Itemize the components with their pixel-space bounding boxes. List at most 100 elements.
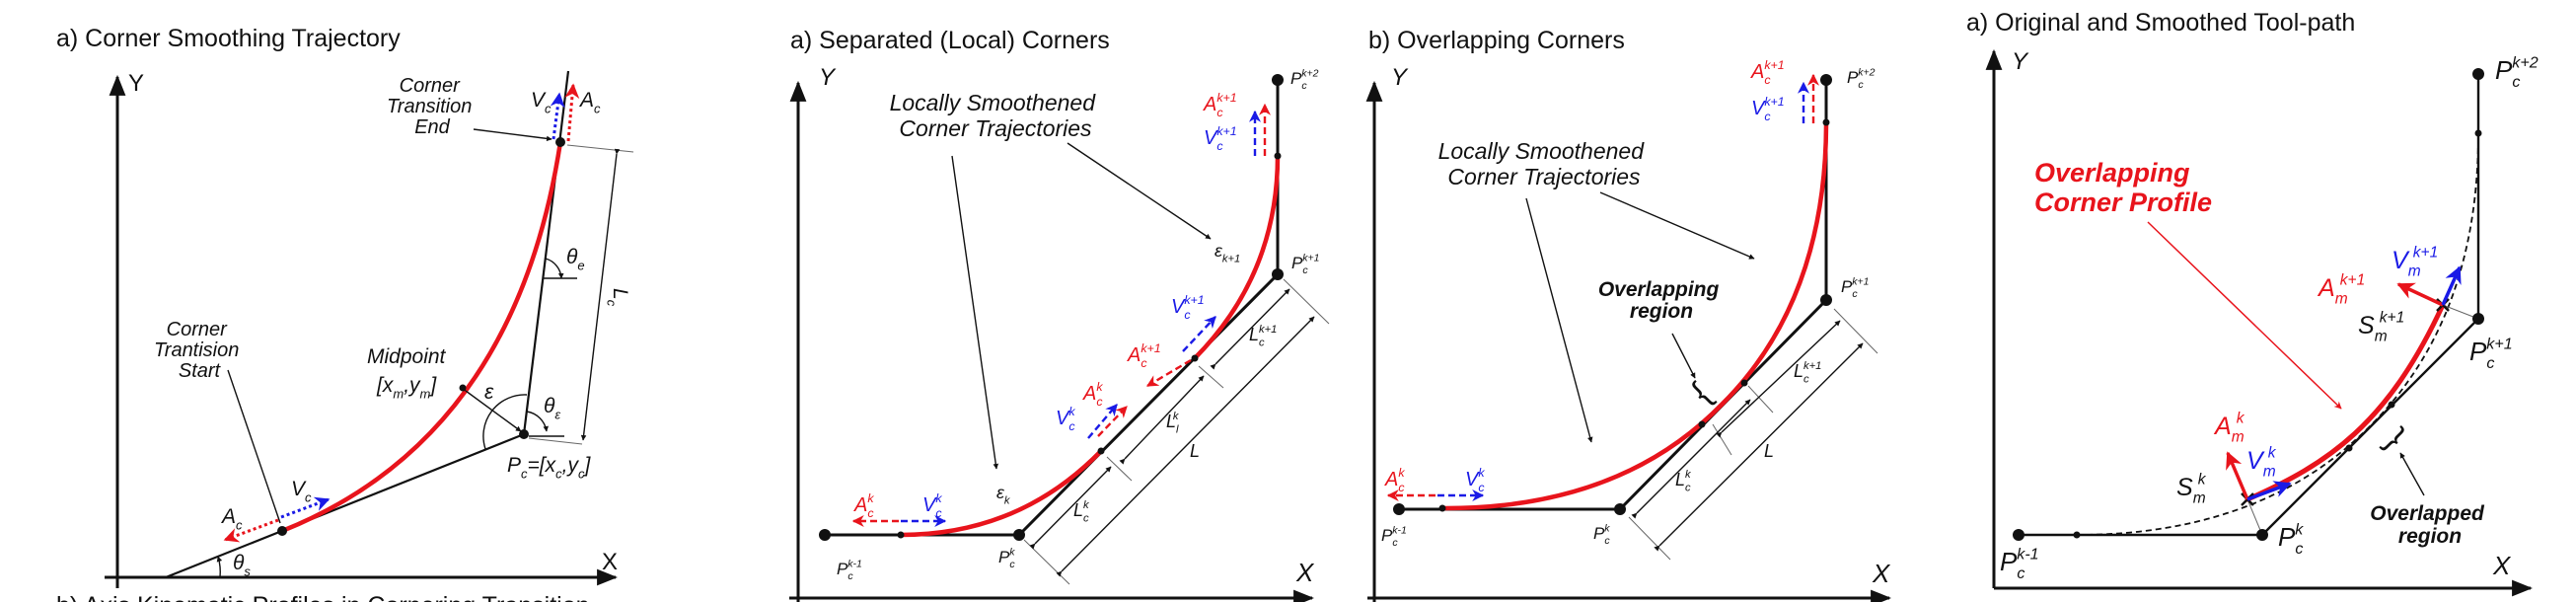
note-leader-k [951, 155, 999, 470]
label-base: P [2469, 337, 2487, 366]
label-base: A [2213, 413, 2232, 440]
label-eps-k: εk [996, 483, 1011, 506]
label-supscript: k+1 [1764, 58, 1784, 72]
label-base: A [853, 494, 867, 516]
label-subscript: c [1764, 73, 1771, 87]
transition-point [1438, 504, 1446, 512]
epsilon-dimension [460, 385, 522, 432]
label-base: =[x [528, 454, 557, 477]
label-supscript: k+1 [2486, 335, 2512, 352]
label-supscript: k+1 [2340, 272, 2365, 289]
label-base: S [2358, 312, 2375, 339]
label-supscript: k [1096, 380, 1103, 394]
label-ack1: Ack+1 [1750, 58, 1785, 87]
label-vck1: Vck+1 [1171, 293, 1205, 322]
label-base: L [1764, 441, 1774, 461]
end-leader [473, 128, 552, 142]
label-ack1: Ack+1 [1203, 91, 1237, 119]
label-subscript: c [867, 506, 874, 520]
label-subscript: c [605, 300, 620, 307]
label-pk-1: Pck-1 [837, 558, 862, 582]
label-subscript: c [2017, 564, 2024, 582]
label-supscript: k+2 [2512, 53, 2538, 71]
extension-line [1628, 516, 1671, 561]
velocity-arrow-end [550, 92, 565, 140]
acceleration-arrow-end [564, 83, 580, 142]
overlap-leader [1671, 333, 1696, 379]
acceleration-arrow-k [2226, 451, 2249, 500]
label-subscript: c [521, 466, 528, 481]
transition-start-label: Corner Trantision Start [154, 319, 245, 382]
label-subscript: k [1004, 494, 1011, 506]
label-vck1: Vck+1 [1204, 124, 1237, 153]
x-axis-label: X [1872, 559, 1891, 588]
label-base: P [2495, 55, 2513, 85]
label-base: V [1056, 408, 1070, 429]
label-vck: Vck [1056, 405, 1075, 433]
transition-point [1274, 152, 1282, 160]
acceleration-arrow-k1 [2396, 282, 2444, 307]
panel-corner-smoothing-trajectory: a) Corner Smoothing Trajectory Y X [56, 25, 634, 602]
label-base: θ [566, 246, 578, 268]
overlapped-leader [2399, 452, 2425, 496]
label-base: ε [996, 483, 1005, 502]
label-subscript: c [1478, 481, 1485, 494]
point-pk1 [1820, 294, 1832, 306]
l-dimension [1056, 316, 1315, 577]
note-label: Locally Smoothened Corner Trajectories [890, 90, 1102, 141]
label-ack1: Ack+1 [1127, 341, 1161, 370]
overlapped-brace-icon: } [2378, 421, 2412, 456]
label-base: P [2278, 522, 2296, 552]
label-pk: Pck [998, 546, 1015, 570]
corner-point [519, 429, 529, 439]
label-lck: Lck [1675, 469, 1692, 494]
label-supscript: k [1173, 411, 1180, 422]
label-subscript: l [1176, 423, 1179, 435]
label-base: P [998, 548, 1010, 566]
label-base: V [531, 89, 547, 112]
label-subscript: c [1852, 288, 1858, 300]
label-base: V [2246, 447, 2265, 475]
panel-title: b) Overlapping Corners [1368, 27, 1625, 54]
note-leader-k1 [1067, 142, 1212, 240]
transition-point [1822, 118, 1830, 126]
label-amk1: Amk+1 [2317, 272, 2365, 308]
x-axis-label: X [1295, 558, 1315, 587]
point-pk-1 [1393, 503, 1405, 515]
label-subscript: c [1392, 537, 1398, 549]
label-supscript: k+1 [1764, 95, 1784, 109]
label-supscript: k+1 [1184, 293, 1204, 307]
midpoint [459, 384, 467, 392]
label-pk2: Pc k+2 [2495, 53, 2539, 91]
x-axis-label: X [602, 549, 618, 575]
point-pk2 [2472, 68, 2484, 80]
epsilon-label: ε [484, 381, 494, 404]
label-base: ε [484, 381, 494, 404]
label-base: ] [428, 374, 437, 397]
label-subscript: c [236, 517, 243, 532]
label-base: θ [544, 395, 555, 417]
transition-start-point [277, 526, 287, 536]
label-base: ] [582, 454, 591, 477]
label-subscript: c [2512, 73, 2520, 91]
label-base: P [837, 560, 848, 578]
label-subscript: c [1764, 110, 1771, 123]
lc-extension-bottom [528, 437, 583, 445]
label-supscript: k+1 [2380, 310, 2404, 327]
label-base: L [1249, 325, 1259, 344]
velocity-arrow-start [280, 496, 331, 519]
theta-eps-label: θε [544, 395, 560, 421]
label-base: P [1593, 524, 1605, 543]
midpoint-coordinates: [xm,ym] [376, 374, 437, 401]
label-subscript: k+1 [1222, 253, 1240, 264]
label-lck1: Lck+1 [1249, 324, 1277, 349]
label-pk2: Pck+2 [1290, 67, 1319, 92]
label-supscript: k [1009, 546, 1015, 558]
point-pk-1 [819, 529, 831, 541]
label-pk: Pck [1593, 522, 1610, 547]
ac-label-start: Ac [220, 505, 243, 532]
label-base: A [1203, 94, 1216, 115]
label-base: V [1204, 127, 1218, 149]
label-supscript: k-1 [847, 558, 862, 569]
